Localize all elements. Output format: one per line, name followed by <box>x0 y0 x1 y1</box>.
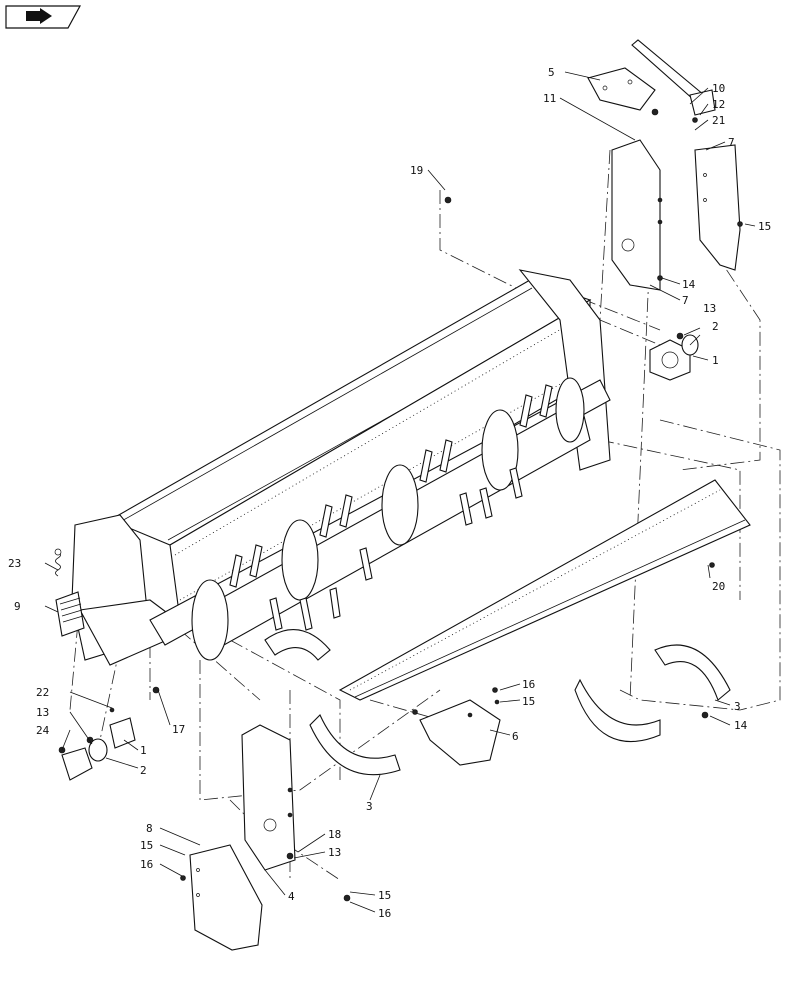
callout-13-left: 13 <box>36 706 49 719</box>
top-bracket <box>587 67 656 111</box>
side-shield-lower <box>241 724 296 871</box>
callout-22: 22 <box>36 686 49 699</box>
spring <box>54 548 62 577</box>
callout-2-left: 2 <box>140 764 147 777</box>
callout-7-upper: 7 <box>728 136 735 149</box>
callout-5: 5 <box>548 66 555 79</box>
callout-19: 19 <box>410 164 423 177</box>
grille-guard <box>55 591 85 637</box>
callout-labels: 5 11 10 12 21 7 19 15 14 7 13 2 1 20 16 … <box>8 66 771 920</box>
callout-21: 21 <box>712 114 725 127</box>
callout-8: 8 <box>146 822 153 835</box>
side-shield-upper <box>611 139 663 291</box>
leader-lines <box>44 71 756 913</box>
curved-stripper-2 <box>309 714 401 776</box>
callout-3-left: 3 <box>366 800 373 813</box>
callout-1-left: 1 <box>140 744 147 757</box>
callout-17: 17 <box>172 723 185 736</box>
callout-15-left: 15 <box>140 839 153 852</box>
callout-24: 24 <box>36 724 50 737</box>
callout-15-mid: 15 <box>522 695 535 708</box>
stripper-bar <box>338 479 751 701</box>
rubber-flap-lower <box>189 844 263 951</box>
callout-6: 6 <box>512 730 519 743</box>
callout-9: 9 <box>14 600 21 613</box>
rotor-paddles <box>229 384 553 631</box>
curved-stripper-1 <box>264 629 331 661</box>
curved-stripper-3 <box>574 678 661 743</box>
callout-15-upper: 15 <box>758 220 771 233</box>
callout-3-right: 3 <box>734 700 741 713</box>
callout-16-mid: 16 <box>522 678 535 691</box>
callout-7-lower: 7 <box>682 294 689 307</box>
pivot-arm <box>631 39 716 116</box>
callout-15-lower: 15 <box>378 889 391 902</box>
curved-stripper-4 <box>654 644 731 701</box>
callout-10: 10 <box>712 82 725 95</box>
callout-18: 18 <box>328 828 341 841</box>
callout-4: 4 <box>288 890 295 903</box>
back-arrow-icon <box>26 8 52 24</box>
callout-14-upper: 14 <box>682 278 696 291</box>
callout-1-right: 1 <box>712 354 719 367</box>
deflector <box>419 699 501 766</box>
callout-23: 23 <box>8 557 21 570</box>
callout-13-right: 13 <box>703 302 716 315</box>
rotor-drum <box>191 377 591 661</box>
callout-12: 12 <box>712 98 725 111</box>
bearing-right <box>649 332 699 381</box>
hardware-fasteners <box>109 108 743 902</box>
callout-2-right: 2 <box>712 320 719 333</box>
bearing-left <box>58 717 136 781</box>
callout-20: 20 <box>712 580 725 593</box>
callout-16-lower: 16 <box>378 907 391 920</box>
callout-13-lower: 13 <box>328 846 341 859</box>
back-button[interactable] <box>5 5 82 29</box>
rubber-flap-upper <box>694 144 741 271</box>
callout-11: 11 <box>543 92 556 105</box>
callout-16-left: 16 <box>140 858 153 871</box>
callout-14-lower: 14 <box>734 719 748 732</box>
